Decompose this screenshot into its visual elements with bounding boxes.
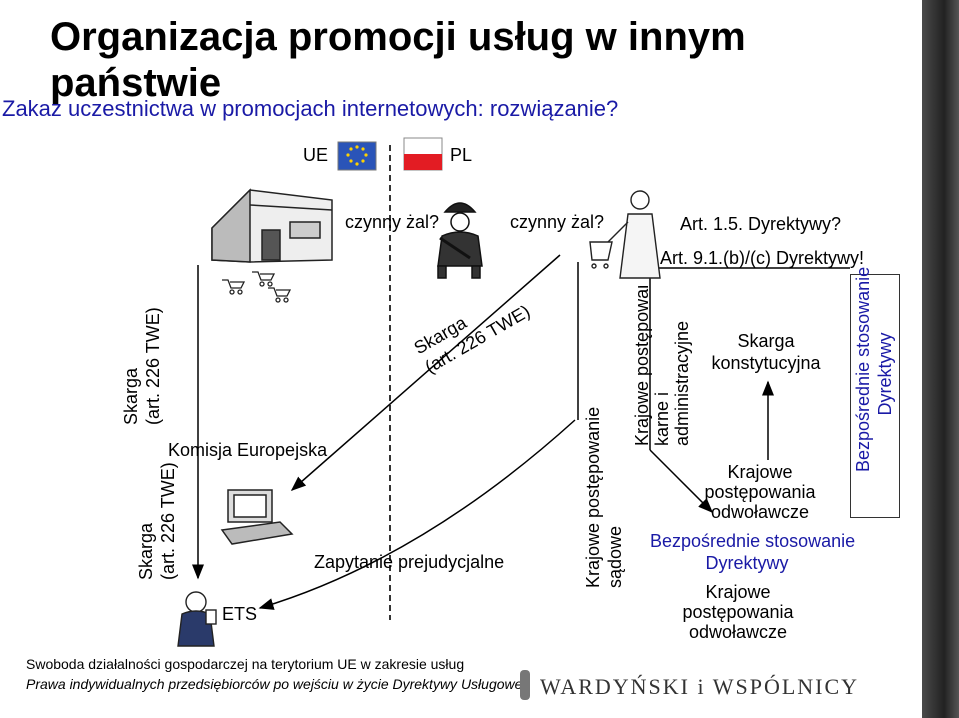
shopping-carts-icon — [222, 271, 292, 303]
bezposrednie-vertical-box — [850, 274, 900, 518]
label-skarga-left-top: Skarga (art. 226 TWE) — [121, 307, 163, 425]
shopper-woman-icon — [589, 190, 661, 279]
page-title: Organizacja promocji usług w innym państ… — [50, 14, 746, 106]
label-ue: UE — [303, 145, 329, 165]
label-czynny-zal-1: czynny żal? — [345, 212, 440, 232]
footer-line-2: Prawa indywidualnych przedsiębiorców po … — [26, 676, 526, 692]
side-band — [922, 0, 959, 718]
label-art-1-5: Art. 1.5. Dyrektywy? — [680, 214, 842, 234]
footer-line-1: Swoboda działalności gospodarczej na ter… — [26, 656, 465, 672]
arrow-skarga-komisja — [290, 254, 561, 491]
judge-icon — [177, 591, 217, 647]
title-line-2: państwie — [50, 61, 222, 105]
label-bezposrednie-box: Bezpośrednie stosowanie Dyrektywy — [650, 531, 856, 573]
label-krajowe-odwolawcze-2: Krajowe postępowania odwoławcze — [682, 582, 794, 642]
label-krajowe-odwolawcze-1: Krajowe postępowania odwoławcze — [704, 462, 816, 522]
label-bezposrednie-vertical: Bezpośrednie stosowanie Dyrektywy — [853, 266, 895, 472]
logo-emblem-icon — [520, 670, 530, 700]
arrow-karne-odwol — [649, 449, 714, 514]
label-komisja: Komisja Europejska — [168, 440, 328, 460]
label-skarga-konstytucyjna: Skarga konstytucyjna — [711, 331, 821, 373]
computer-icon — [220, 489, 294, 545]
label-czynny-zal-2: czynny żal? — [510, 212, 605, 232]
label-art-9-1: Art. 9.1.(b)/(c) Dyrektywy! — [660, 248, 865, 268]
store-icon — [211, 188, 333, 263]
policeman-icon — [437, 202, 483, 279]
label-krajowe-sadowe: Krajowe postępowanie sądowe — [583, 406, 625, 588]
page-subtitle: Zakaz uczestnictwa w promocjach internet… — [2, 96, 619, 121]
arrow-zapytanie — [258, 419, 576, 610]
company-logo: WARDYŃSKI i WSPÓLNICY — [540, 674, 860, 699]
title-line-1: Organizacja promocji usług w innym — [50, 15, 746, 59]
label-pl: PL — [450, 145, 473, 165]
label-skarga-left-bottom: Skarga (art. 226 TWE) — [136, 462, 178, 580]
label-zapytanie: Zapytanie prejudycjalne — [314, 552, 505, 572]
label-ets: ETS — [222, 604, 258, 624]
label-krajowe-karne: Krajowe postępowanie karne i administrac… — [632, 286, 692, 446]
